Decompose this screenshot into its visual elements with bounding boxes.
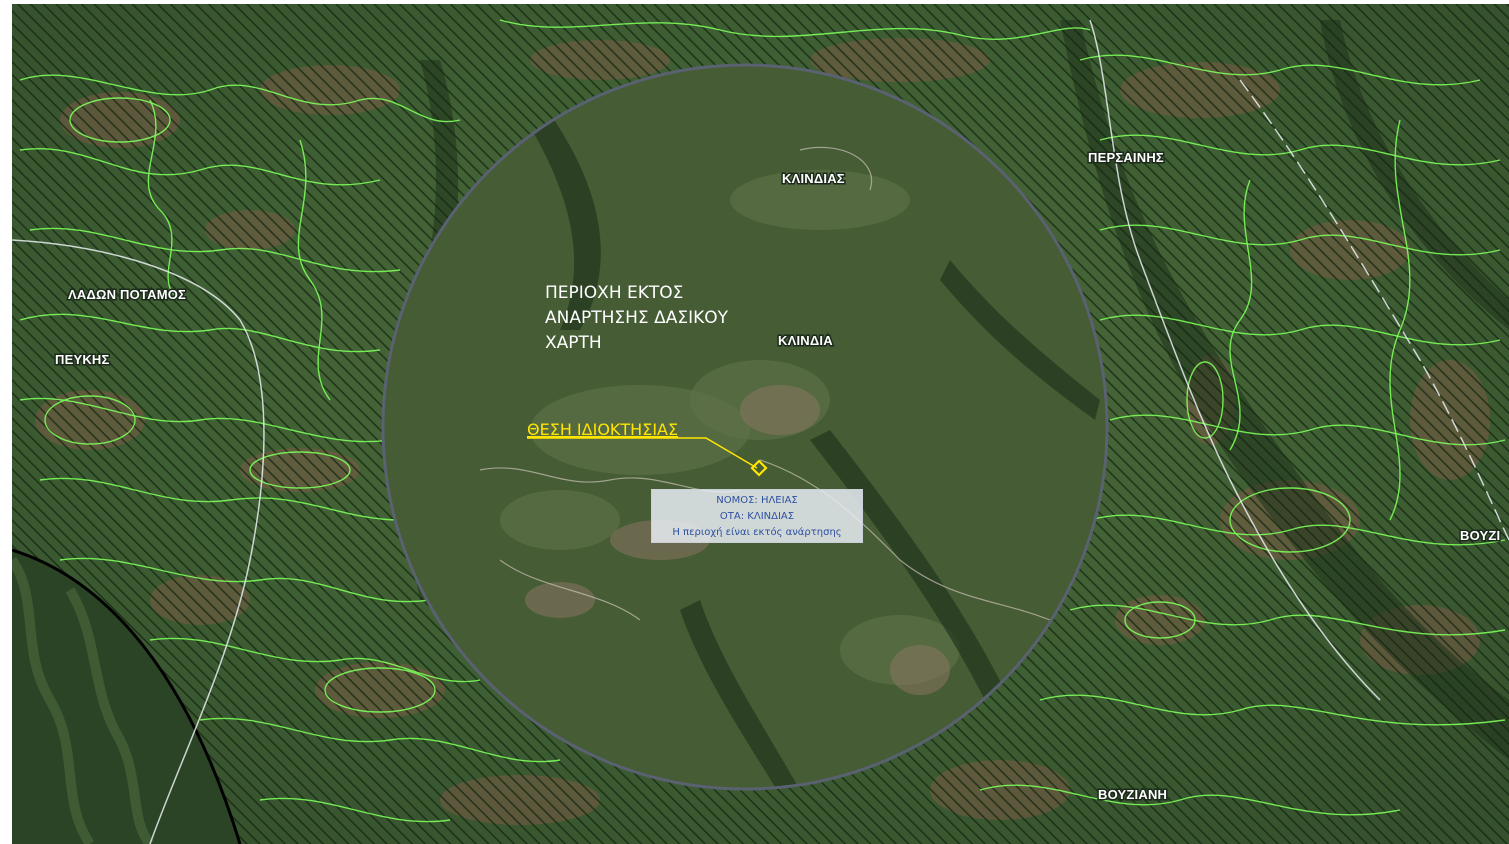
- forest-contours: [19, 19, 1506, 823]
- buffer-circle-outline: [381, 63, 1109, 791]
- label-klindia: ΚΛΙΝΔΙΑ: [778, 333, 833, 348]
- neighbor-boundary-line: [12, 548, 242, 844]
- area-note-line2: ΑΝΑΡΤΗΣΗΣ ΔΑΣΙΚΟΥ: [545, 308, 729, 328]
- label-bouziani-bottom: ΒΟΥΖΙΑΝΗ: [1098, 787, 1167, 802]
- popup-ota: ΟΤΑ: ΚΛΙΝΔΙΑΣ: [719, 511, 795, 522]
- property-marker-icon[interactable]: [750, 459, 768, 477]
- roads: [12, 19, 1509, 844]
- area-note-line1: ΠΕΡΙΟΧΗ ΕΚΤΟΣ: [545, 283, 683, 303]
- label-klindias-top: ΚΛΙΝΔΙΑΣ: [782, 171, 845, 186]
- label-bouziani-right: ΒΟΥΖΙ: [1460, 528, 1500, 543]
- label-persainis: ΠΕΡΣΑΙΝΗΣ: [1088, 150, 1164, 165]
- info-popup: ΝΟΜΟΣ: ΗΛΕΙΑΣ ΟΤΑ: ΚΛΙΝΔΙΑΣ Η περιοχή εί…: [651, 489, 863, 543]
- popup-nomos: ΝΟΜΟΣ: ΗΛΕΙΑΣ: [716, 495, 798, 506]
- area-note-line3: ΧΑΡΤΗ: [545, 333, 602, 353]
- label-ladon-potamos: ΛΑΔΩΝ ΠΟΤΑΜΟΣ: [68, 287, 186, 302]
- popup-status: Η περιοχή είναι εκτός ανάρτησης: [672, 527, 842, 538]
- property-label[interactable]: ΘΕΣΗ ΙΔΙΟΚΤΗΣΙΑΣ: [527, 420, 678, 439]
- label-peykis: ΠΕΥΚΗΣ: [55, 352, 110, 367]
- property-leader-line: [527, 437, 758, 469]
